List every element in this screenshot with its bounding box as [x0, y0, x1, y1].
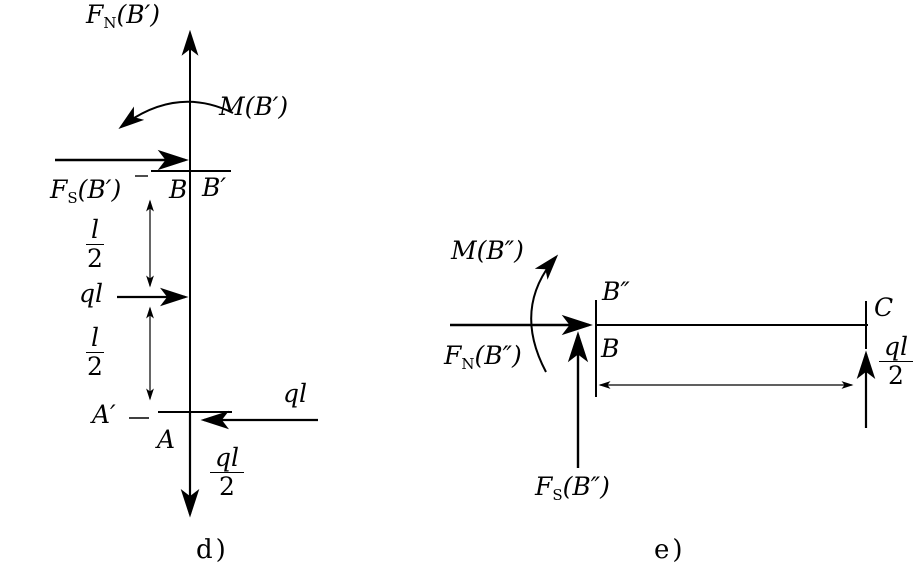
- fn-e-argument: (B″): [474, 341, 522, 370]
- m-symbol: M: [219, 92, 245, 121]
- caption-figure-d: d): [196, 535, 229, 565]
- label-point-b-prime: B′: [202, 173, 227, 202]
- label-load-ql-mid: ql: [79, 279, 103, 308]
- m-argument: (B′): [244, 92, 289, 121]
- fs-argument: (B′): [77, 175, 122, 204]
- moment-arc-m-bprime: [118, 100, 234, 129]
- label-point-c: C: [874, 293, 894, 322]
- fn-argument: (B′): [116, 0, 161, 29]
- dim-upper-denominator: 2: [87, 244, 103, 274]
- reaction-d-numerator: ql: [210, 444, 244, 474]
- fs-symbol: F: [50, 175, 68, 204]
- label-fs-bprime: FS(B′): [50, 175, 122, 207]
- label-load-ql-bottom: ql: [283, 379, 307, 408]
- label-fn-bdoubleprime: FN(B″): [444, 341, 522, 373]
- fs-subscript: S: [67, 189, 78, 207]
- fs-e-argument: (B″): [562, 472, 610, 501]
- reaction-d-denominator: 2: [219, 472, 235, 502]
- fn-e-subscript: N: [461, 355, 475, 373]
- dim-lower-denominator: 2: [87, 352, 103, 382]
- moment-arc-m-bdoubleprime: [530, 254, 559, 373]
- fs-e-symbol: F: [535, 472, 553, 501]
- label-fn-bprime: FN(B′): [86, 0, 161, 32]
- label-point-b: B: [169, 175, 188, 204]
- m-e-argument: (B″): [476, 236, 524, 265]
- fn-subscript: N: [103, 14, 117, 32]
- dim-lower-numerator: l: [86, 324, 104, 354]
- fn-e-symbol: F: [444, 341, 462, 370]
- m-e-symbol: M: [451, 236, 477, 265]
- label-point-a: A: [157, 425, 176, 454]
- fn-symbol: F: [86, 0, 104, 29]
- reaction-e-denominator: 2: [888, 361, 904, 391]
- label-point-a-prime: A′: [92, 400, 116, 429]
- label-m-bdoubleprime: M(B″): [451, 236, 524, 265]
- label-point-b-double-prime: B″: [602, 277, 630, 306]
- reaction-e-numerator: ql: [879, 333, 913, 363]
- label-fs-bdoubleprime: FS(B″): [535, 472, 610, 504]
- label-point-b-e: B: [601, 334, 620, 363]
- label-m-bprime: M(B′): [219, 92, 289, 121]
- fs-e-subscript: S: [552, 486, 563, 504]
- caption-figure-e: e): [654, 535, 686, 565]
- dim-upper-numerator: l: [86, 216, 104, 246]
